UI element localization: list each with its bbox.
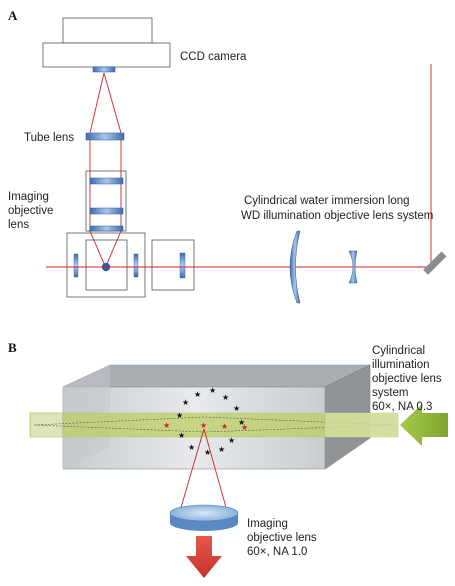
svg-text:★: ★ bbox=[204, 448, 211, 457]
fluorophores: ★ ★ ★ ★ ★ ★ ★ ★ ★ ★ ★ ★ bbox=[176, 386, 245, 457]
svg-text:★: ★ bbox=[194, 390, 201, 399]
illumination-beam bbox=[46, 64, 432, 268]
detection-beam-focus bbox=[89, 230, 122, 267]
tube-lens-label: Tube lens bbox=[24, 132, 74, 144]
cylindrical-objective-label: Cylindrical illumination objective lens … bbox=[372, 345, 445, 413]
illumination-arrow bbox=[400, 404, 448, 446]
sample-chamber bbox=[66, 232, 146, 298]
imaging-objective-a bbox=[85, 170, 127, 232]
svg-text:★: ★ bbox=[238, 418, 245, 427]
imaging-objective-label-b: Imaging objective lens 60×, NA 1.0 bbox=[247, 518, 320, 558]
emission-arrow bbox=[186, 536, 222, 578]
mirror bbox=[423, 251, 447, 275]
tube-lens bbox=[85, 132, 125, 141]
light-sheet bbox=[29, 412, 399, 438]
svg-text:★: ★ bbox=[176, 411, 183, 420]
cylindrical-lens-large bbox=[289, 230, 301, 304]
excited-fluorophores: ★ ★ ★ ★ bbox=[163, 421, 248, 432]
svg-text:★: ★ bbox=[218, 445, 225, 454]
svg-text:★: ★ bbox=[241, 423, 248, 432]
panel-a-letter: A bbox=[8, 8, 18, 23]
svg-text:★: ★ bbox=[182, 398, 189, 407]
cylindrical-lens-small bbox=[348, 250, 358, 284]
panel-b: B ★ ★ ★ ★ ★ ★ ★ ★ ★ ★ ★ bbox=[8, 340, 448, 578]
detection-beam-parallel bbox=[89, 140, 122, 232]
panel-a: A CCD camera Tube lens Imagin bbox=[8, 8, 447, 304]
imaging-objective-label-a: Imaging objective lens bbox=[8, 191, 57, 231]
svg-text:★: ★ bbox=[222, 393, 229, 402]
svg-text:★: ★ bbox=[188, 443, 195, 452]
detection-beam-upper bbox=[89, 72, 122, 134]
svg-text:★: ★ bbox=[209, 386, 216, 395]
svg-text:★: ★ bbox=[163, 421, 170, 430]
svg-text:★: ★ bbox=[233, 404, 240, 413]
svg-text:★: ★ bbox=[178, 431, 185, 440]
ccd-camera bbox=[42, 17, 171, 73]
svg-text:★: ★ bbox=[200, 421, 207, 430]
detection-cone bbox=[179, 428, 228, 512]
illumination-system-label: Cylindrical water immersion long WD illu… bbox=[241, 195, 433, 222]
side-lens-block bbox=[151, 239, 195, 291]
svg-text:★: ★ bbox=[221, 422, 228, 431]
ccd-camera-label: CCD camera bbox=[180, 51, 247, 63]
panel-b-letter: B bbox=[8, 340, 17, 355]
svg-text:★: ★ bbox=[228, 436, 235, 445]
imaging-objective-b bbox=[169, 504, 239, 531]
